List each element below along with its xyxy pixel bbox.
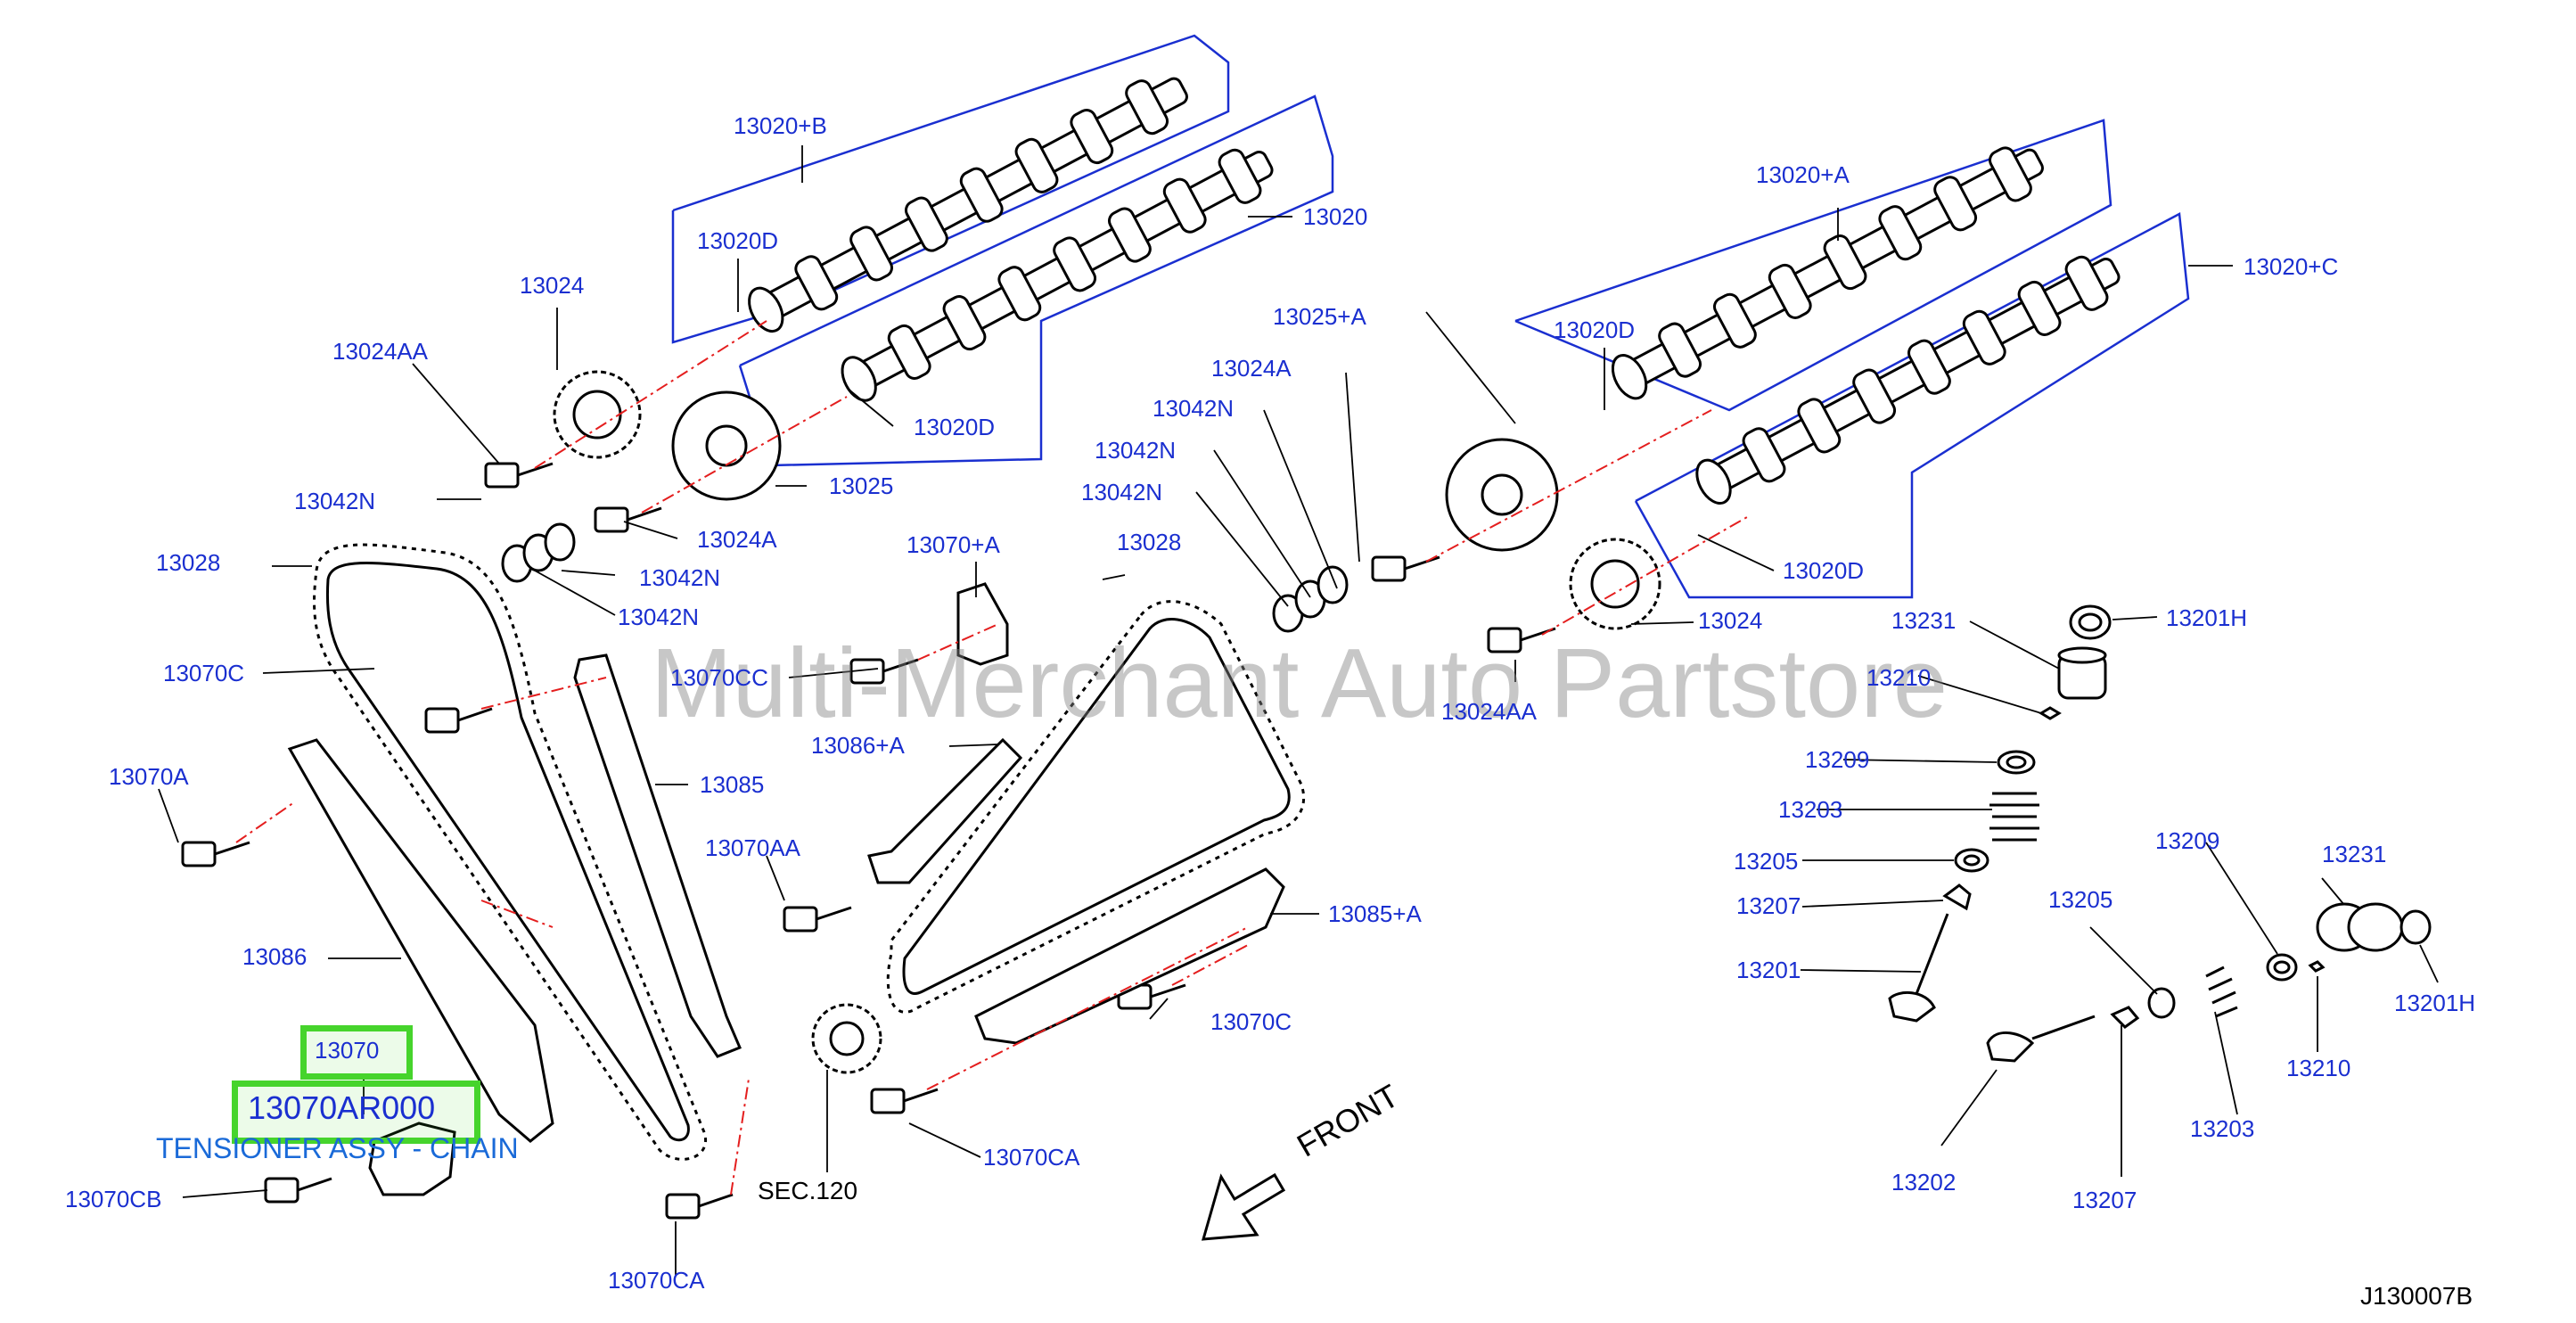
selected-catalog-number-box[interactable] xyxy=(232,1081,480,1144)
callout-13042n-4[interactable]: 13042N xyxy=(1153,395,1235,422)
selected-catalog-number[interactable]: 13070AR000 xyxy=(248,1089,436,1126)
callout-13086-a[interactable]: 13086+A xyxy=(811,732,905,759)
callout-13028-center[interactable]: 13028 xyxy=(1117,529,1182,555)
callout-13042n-1[interactable]: 13042N xyxy=(294,488,376,514)
alignment-lines xyxy=(235,320,1748,1196)
callout-13201h-top[interactable]: 13201H xyxy=(2166,604,2248,631)
callout-13024aa-center[interactable]: 13024AA xyxy=(1441,698,1537,725)
callout-13207-top[interactable]: 13207 xyxy=(1736,892,1801,919)
callout-13020[interactable]: 13020 xyxy=(1303,203,1368,230)
callout-13020d-1[interactable]: 13020D xyxy=(697,227,779,254)
selected-part-number-box[interactable] xyxy=(300,1025,413,1080)
callout-13024[interactable]: 13024 xyxy=(520,272,585,299)
valve-train xyxy=(1888,604,2432,1063)
timing-chains xyxy=(313,543,1306,1161)
watermark: Multi-Merchant Auto Partstore xyxy=(651,629,1948,738)
callout-13070a[interactable]: 13070A xyxy=(109,763,189,790)
callout-13207-bottom[interactable]: 13207 xyxy=(2072,1187,2137,1213)
callout-13203-bottom[interactable]: 13203 xyxy=(2190,1115,2255,1142)
callout-13020d-3[interactable]: 13020D xyxy=(1554,316,1636,343)
callout-13203-top[interactable]: 13203 xyxy=(1778,796,1843,823)
callout-13070ca-center[interactable]: 13070CA xyxy=(983,1144,1080,1171)
callout-13201h-bottom[interactable]: 13201H xyxy=(2394,990,2476,1016)
callout-13020-b[interactable]: 13020+B xyxy=(734,112,827,139)
callout-13205-top[interactable]: 13205 xyxy=(1734,848,1799,875)
callout-13070ca-left[interactable]: 13070CA xyxy=(608,1267,705,1294)
sprockets xyxy=(553,370,1661,1074)
callout-13070cb[interactable]: 13070CB xyxy=(65,1186,162,1212)
callout-13020-a[interactable]: 13020+A xyxy=(1756,161,1850,188)
callout-13042n-6[interactable]: 13042N xyxy=(1081,479,1163,505)
chain-guides xyxy=(287,582,1285,1143)
callout-13042n-2[interactable]: 13042N xyxy=(639,564,721,591)
callout-13209-top[interactable]: 13209 xyxy=(1805,746,1870,773)
callout-13070-a[interactable]: 13070+A xyxy=(907,531,1000,558)
callout-13025-a[interactable]: 13025+A xyxy=(1273,303,1366,330)
callout-13042n-3[interactable]: 13042N xyxy=(618,604,700,630)
selected-part-number[interactable]: 13070 xyxy=(315,1037,380,1064)
front-arrow-icon xyxy=(1201,1172,1286,1241)
callout-13020d-4[interactable]: 13020D xyxy=(1783,557,1865,584)
callout-13231-top[interactable]: 13231 xyxy=(1891,607,1957,634)
callout-13086[interactable]: 13086 xyxy=(242,943,308,970)
callout-13070cc[interactable]: 13070CC xyxy=(670,664,768,691)
diagram-reference-code: J130007B xyxy=(2360,1282,2473,1310)
callout-13209-bottom[interactable]: 13209 xyxy=(2155,827,2220,854)
callout-13024a[interactable]: 13024A xyxy=(697,526,777,553)
callout-13042n-5[interactable]: 13042N xyxy=(1095,437,1177,464)
bolts xyxy=(181,462,1556,1220)
callout-13028-left[interactable]: 13028 xyxy=(156,549,221,576)
callout-13205-bottom[interactable]: 13205 xyxy=(2048,886,2113,913)
callout-13025[interactable]: 13025 xyxy=(829,472,894,499)
o-rings xyxy=(501,522,1349,633)
callout-13024-center[interactable]: 13024 xyxy=(1698,607,1763,634)
callout-13024a-center[interactable]: 13024A xyxy=(1211,355,1292,382)
callout-13210-top[interactable]: 13210 xyxy=(1866,664,1932,691)
callout-13070c-center[interactable]: 13070C xyxy=(1210,1008,1292,1035)
callout-13020d-2[interactable]: 13020D xyxy=(914,414,996,440)
callout-13085[interactable]: 13085 xyxy=(700,771,765,798)
leader-lines xyxy=(158,145,2439,1275)
callout-13201[interactable]: 13201 xyxy=(1736,957,1801,983)
callout-13085-a[interactable]: 13085+A xyxy=(1328,900,1422,927)
camshafts xyxy=(748,77,2121,505)
callout-13024aa[interactable]: 13024AA xyxy=(332,338,428,365)
callout-13070c-left[interactable]: 13070C xyxy=(163,660,245,686)
callout-13231-bottom[interactable]: 13231 xyxy=(2322,841,2387,867)
callout-13020-c[interactable]: 13020+C xyxy=(2244,253,2339,280)
callout-13070aa[interactable]: 13070AA xyxy=(705,834,800,861)
callout-13210-bottom[interactable]: 13210 xyxy=(2286,1055,2351,1081)
callout-13202[interactable]: 13202 xyxy=(1891,1169,1957,1196)
camshaft-outlines xyxy=(671,34,2190,599)
selected-part-description: TENSIONER ASSY - CHAIN xyxy=(156,1132,519,1164)
section-reference: SEC.120 xyxy=(758,1177,858,1204)
